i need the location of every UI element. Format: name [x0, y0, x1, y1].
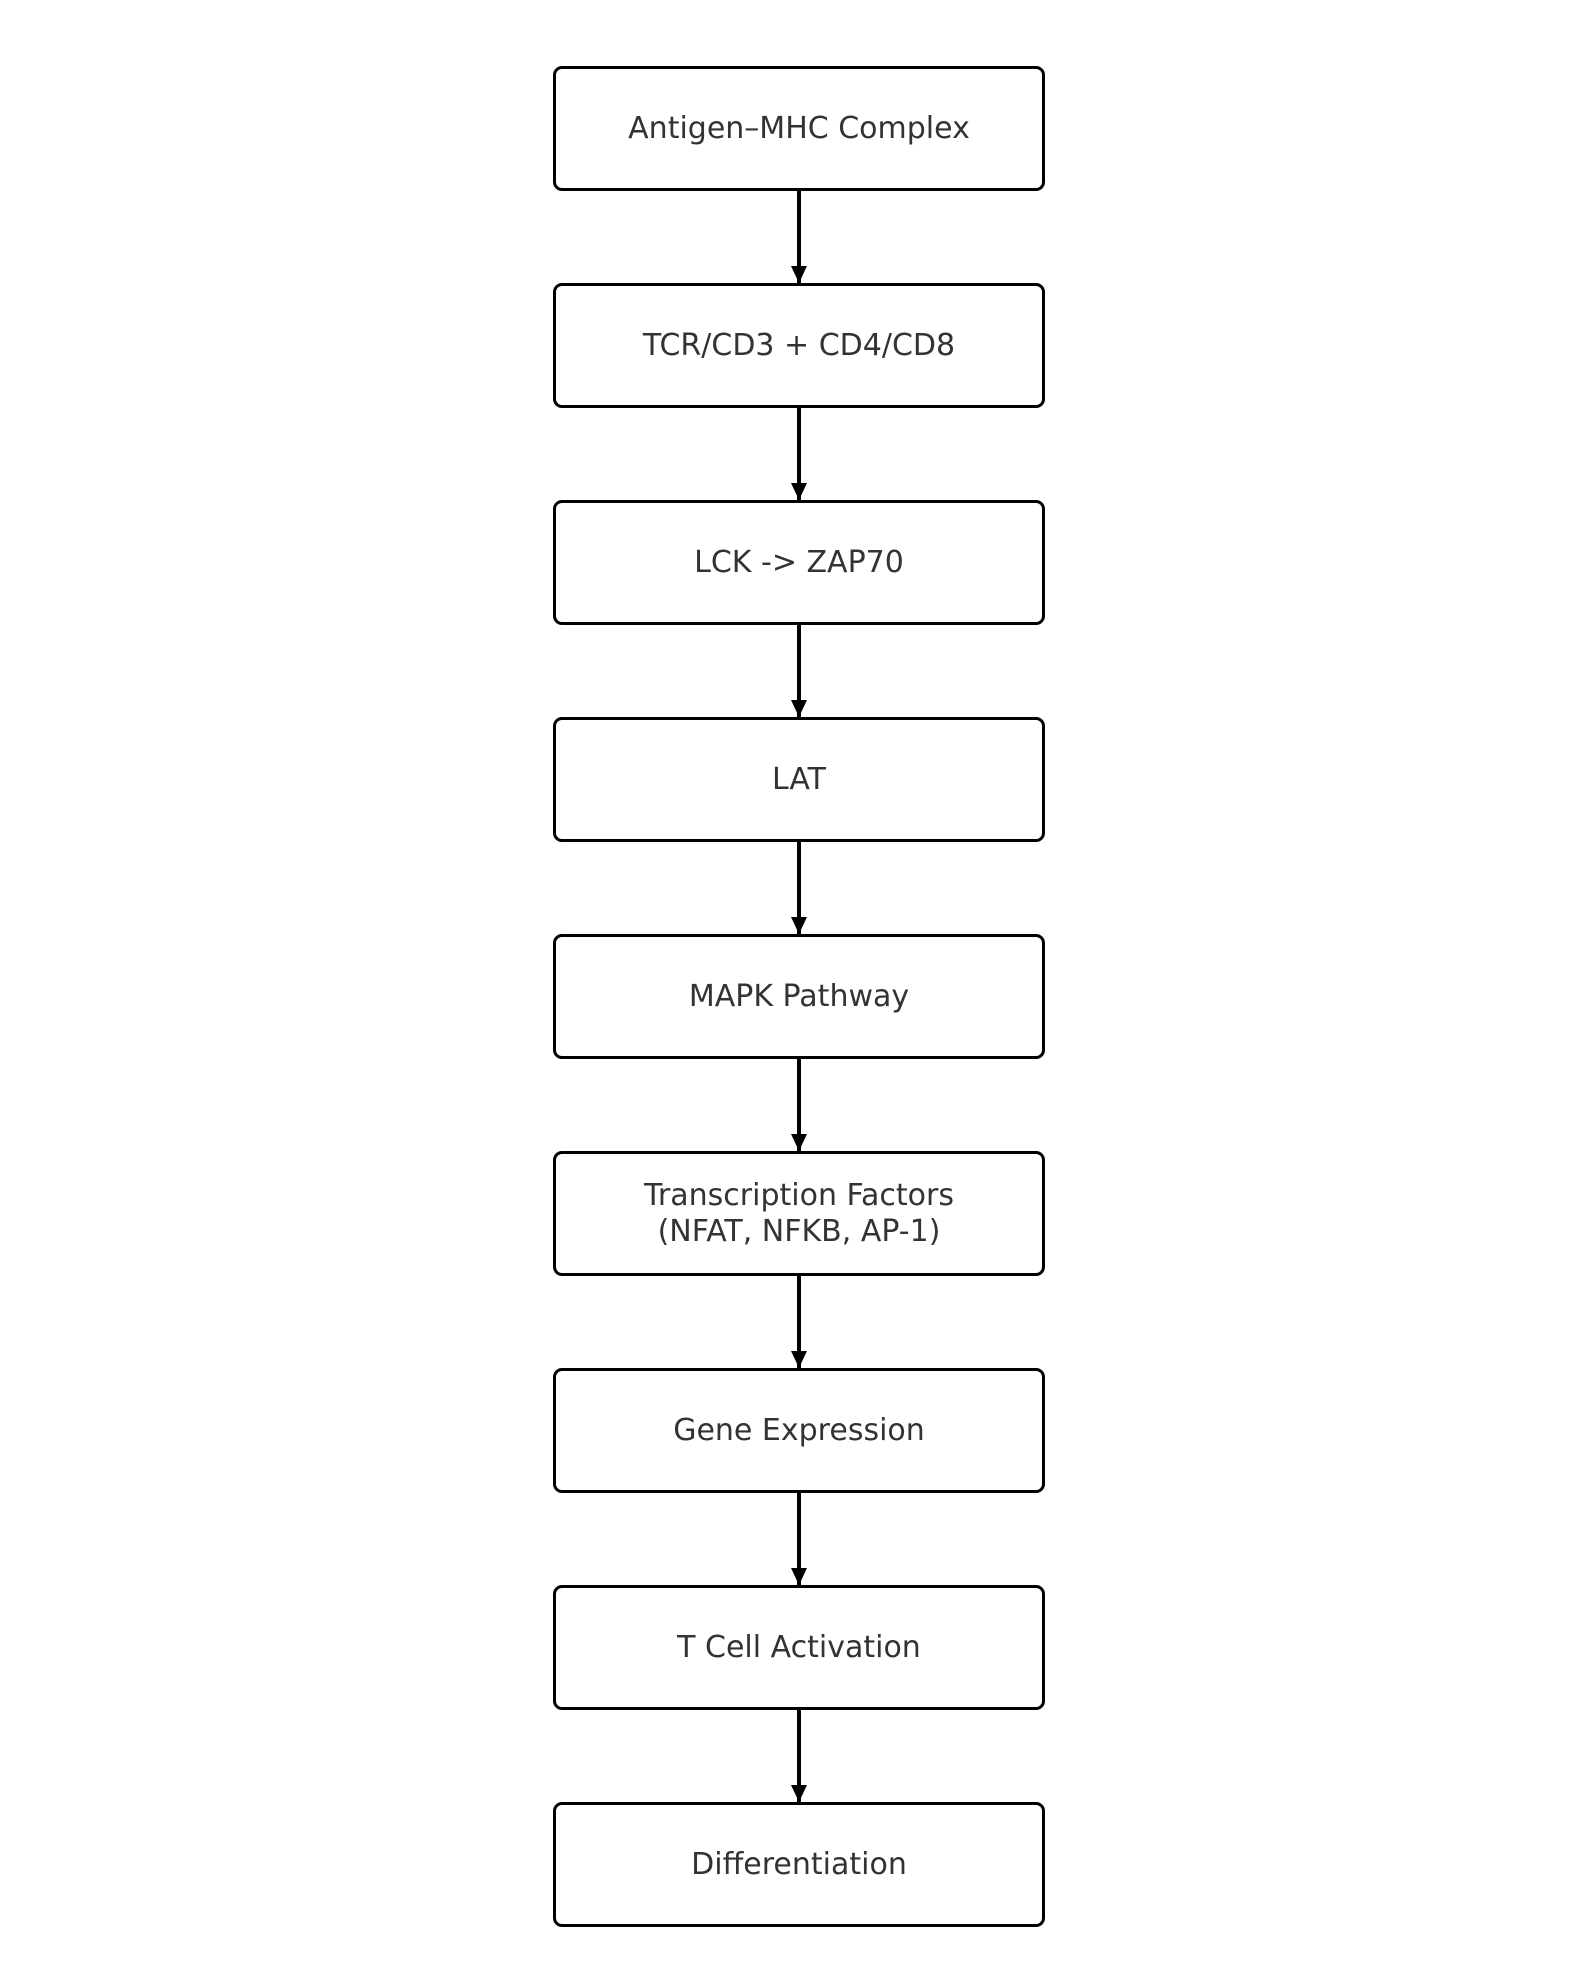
down-arrow-3 [791, 625, 807, 717]
down-arrow-4 [791, 842, 807, 934]
node-label: LAT [772, 761, 826, 797]
node-label: Differentiation [691, 1846, 907, 1882]
arrowhead-icon [791, 266, 807, 283]
arrowhead-icon [791, 1568, 807, 1585]
arrowhead-icon [791, 917, 807, 934]
node-label: MAPK Pathway [688, 978, 910, 1014]
node-label: TCR/CD3 + CD4/CD8 [642, 327, 956, 363]
node-label: T Cell Activation [677, 1629, 921, 1665]
node-label: Transcription Factors (NFAT, NFKB, AP-1) [644, 1177, 954, 1249]
flow-node-antigen-mhc-complex: Antigen–MHC Complex [553, 66, 1045, 191]
arrowhead-icon [791, 1785, 807, 1802]
flow-node-lat: LAT [553, 717, 1045, 842]
flow-node-differentiation: Differentiation [553, 1802, 1045, 1927]
flowchart: Antigen–MHC Complex TCR/CD3 + CD4/CD8 LC… [553, 66, 1045, 1927]
arrowhead-icon [791, 1351, 807, 1368]
arrowhead-icon [791, 483, 807, 500]
arrowhead-icon [791, 1134, 807, 1151]
flow-node-transcription-factors: Transcription Factors (NFAT, NFKB, AP-1) [553, 1151, 1045, 1276]
down-arrow-8 [791, 1710, 807, 1802]
flow-node-gene-expression: Gene Expression [553, 1368, 1045, 1493]
node-label: Gene Expression [673, 1412, 925, 1448]
down-arrow-1 [791, 191, 807, 283]
node-label: LCK -> ZAP70 [694, 544, 904, 580]
flow-node-t-cell-activation: T Cell Activation [553, 1585, 1045, 1710]
flow-node-tcr-cd3-cd4-cd8: TCR/CD3 + CD4/CD8 [553, 283, 1045, 408]
arrowhead-icon [791, 700, 807, 717]
down-arrow-7 [791, 1493, 807, 1585]
down-arrow-5 [791, 1059, 807, 1151]
flow-node-lck-zap70: LCK -> ZAP70 [553, 500, 1045, 625]
node-label: Antigen–MHC Complex [628, 110, 970, 146]
down-arrow-6 [791, 1276, 807, 1368]
flow-node-mapk-pathway: MAPK Pathway [553, 934, 1045, 1059]
down-arrow-2 [791, 408, 807, 500]
